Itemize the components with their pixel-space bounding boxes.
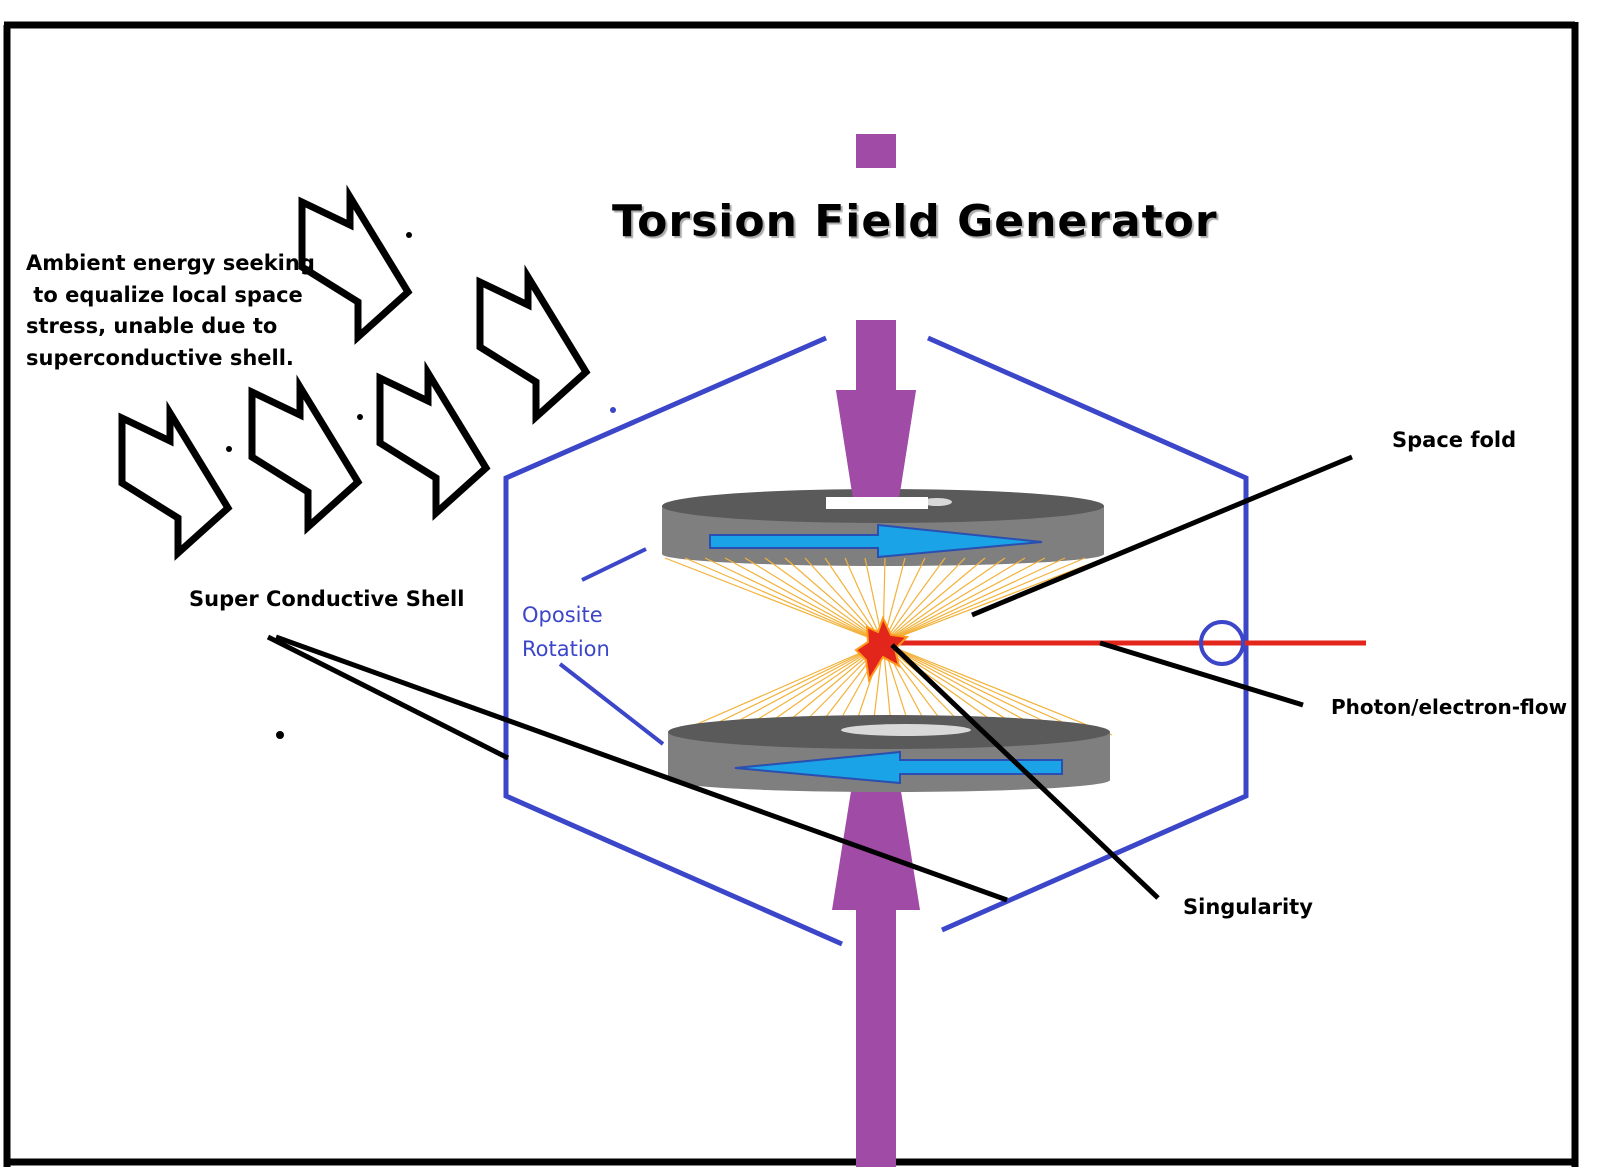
photon-flow-label: Photon/electron-flow: [1331, 695, 1568, 719]
superconductive-shell: [503, 335, 1249, 947]
light-ray: [691, 642, 884, 736]
rotation-leader-lines: [558, 547, 665, 746]
leader-lines: [266, 454, 1353, 903]
light-ray: [882, 557, 946, 644]
diagram-title: Torsion Field Generator: [612, 196, 1218, 247]
frame-border: [3, 21, 1579, 1167]
light-ray: [844, 557, 884, 644]
ambient-energy-arrow-icon: [476, 264, 591, 425]
ambient-energy-note: Ambient energy seeking to equalize local…: [26, 251, 315, 370]
light-ray: [882, 642, 1113, 736]
shell-label: Super Conductive Shell: [189, 587, 465, 611]
light-ray: [882, 557, 1066, 644]
ambient-energy-arrow-icon: [118, 400, 233, 561]
light-ray: [882, 557, 1046, 644]
ambient-energy-arrow-icon: [298, 184, 413, 345]
singularity-burst-icon: [854, 615, 910, 683]
ambient-energy-arrows: [118, 184, 591, 561]
emission-port: [1199, 620, 1245, 666]
light-ray: [671, 642, 884, 736]
light-ray: [882, 557, 1086, 644]
light-ray: [764, 557, 884, 644]
light-ray: [882, 557, 1026, 644]
light-ray: [882, 557, 926, 644]
light-ray: [882, 557, 1006, 644]
light-ray: [882, 557, 966, 644]
light-ray: [882, 642, 1093, 736]
rotation-arrow-icon: [709, 523, 1043, 559]
light-ray: [882, 557, 1106, 644]
singularity-label: Singularity: [1183, 895, 1313, 919]
light-ray: [882, 557, 986, 644]
rotation-label: Oposite Rotation: [522, 603, 610, 661]
rotation-arrow-icon: [734, 750, 1063, 785]
light-rays: [664, 557, 1113, 736]
light-ray: [684, 557, 884, 644]
ambient-energy-arrow-icon: [376, 360, 491, 521]
light-ray: [724, 557, 884, 644]
light-ray: [664, 557, 884, 644]
light-ray: [744, 557, 884, 644]
stray-marks: [226, 232, 616, 739]
ambient-energy-arrow-icon: [248, 374, 363, 535]
light-ray: [704, 557, 884, 644]
space-fold-label: Space fold: [1392, 428, 1517, 452]
